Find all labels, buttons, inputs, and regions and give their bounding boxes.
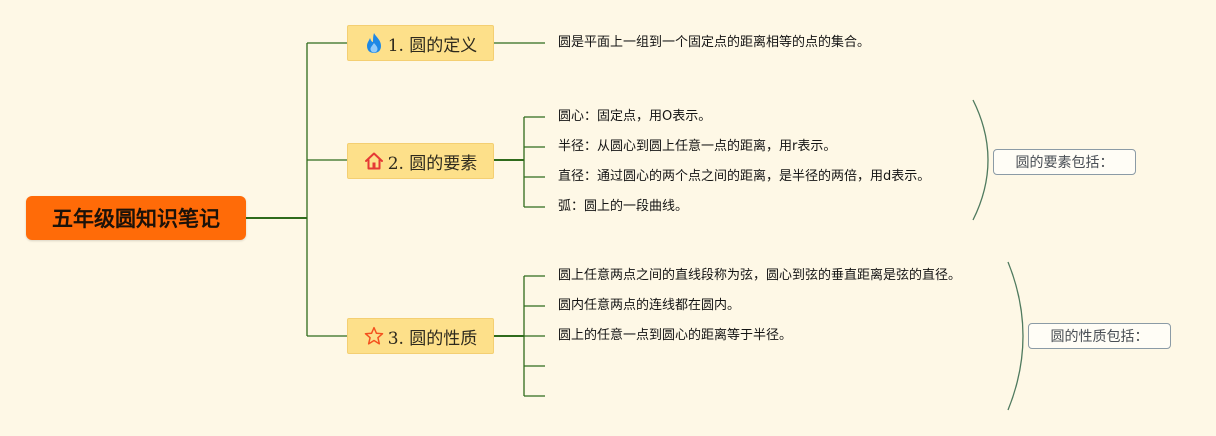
leaf-definition-1[interactable]: 圆是平面上一组到一个固定点的距离相等的点的集合。 xyxy=(558,35,871,50)
leaf-elements-2[interactable]: 半径：从圆心到圆上任意一点的距离，用r表示。 xyxy=(558,139,837,154)
leaf-properties-3[interactable]: 圆上的任意一点到圆心的距离等于半径。 xyxy=(558,328,793,343)
leaf-elements-1[interactable]: 圆心：固定点，用O表示。 xyxy=(558,109,712,124)
leaf-elements-3[interactable]: 直径：通过圆心的两个点之间的距离，是半径的两倍，用d表示。 xyxy=(558,169,931,184)
leaf-properties-1[interactable]: 圆上任意两点之间的直线段称为弦，圆心到弦的垂直距离是弦的直径。 xyxy=(558,268,962,283)
leaf-properties-2[interactable]: 圆内任意两点的连线都在圆内。 xyxy=(558,298,741,313)
summary-properties[interactable]: 圆的性质包括： xyxy=(1028,323,1171,349)
flame-icon xyxy=(364,32,384,54)
summary-brace-2 xyxy=(972,99,989,221)
branch-elements-label: 2. 圆的要素 xyxy=(387,153,478,174)
summary-properties-label: 圆的性质包括： xyxy=(1050,329,1149,345)
branch-properties-label: 3. 圆的性质 xyxy=(387,328,478,349)
root-topic-label: 五年级圆知识笔记 xyxy=(52,207,220,231)
star-icon xyxy=(364,325,384,347)
summary-brace-3 xyxy=(1007,261,1024,411)
branch-definition-label: 1. 圆的定义 xyxy=(387,35,478,56)
branch-elements[interactable]: 2. 圆的要素 xyxy=(347,143,494,179)
root-topic[interactable]: 五年级圆知识笔记 xyxy=(26,196,246,240)
branch-properties[interactable]: 3. 圆的性质 xyxy=(347,318,494,354)
summary-elements-label: 圆的要素包括： xyxy=(1015,155,1114,171)
branch-definition[interactable]: 1. 圆的定义 xyxy=(347,25,494,61)
summary-elements[interactable]: 圆的要素包括： xyxy=(993,149,1136,175)
leaf-elements-4[interactable]: 弧：圆上的一段曲线。 xyxy=(558,199,689,214)
house-icon xyxy=(364,150,384,172)
